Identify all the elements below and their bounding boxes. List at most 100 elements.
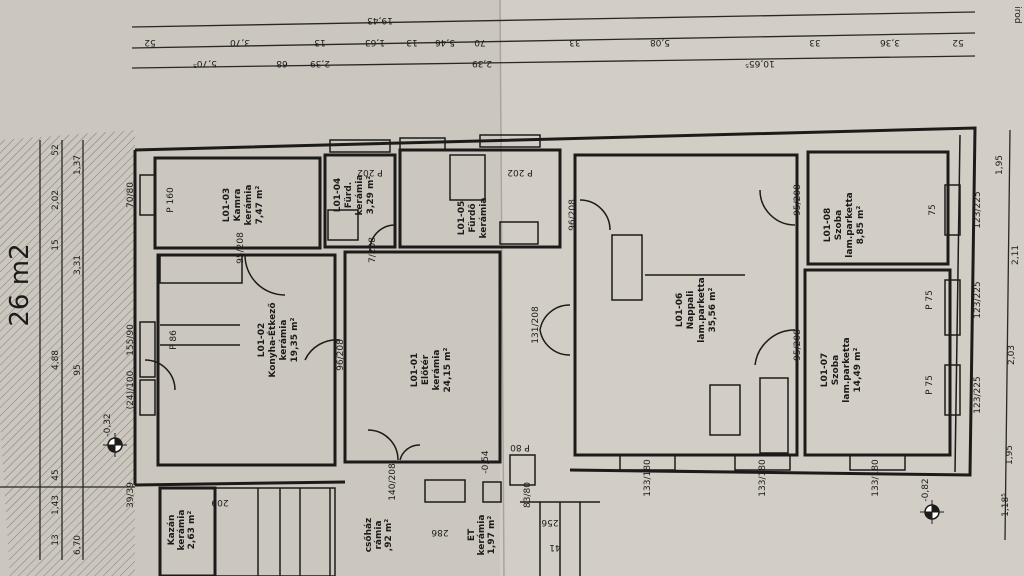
plan-text: Fürd. — [344, 182, 354, 208]
windows — [139, 134, 961, 486]
level-marker-icon — [103, 433, 127, 457]
plan-text: 45 — [51, 469, 61, 480]
plan-text: L01-01 — [410, 353, 420, 388]
plan-text: kerámia — [479, 198, 489, 239]
plan-text: 33 — [809, 37, 820, 47]
plan-text: -0,32 — [103, 413, 113, 436]
plan-text: 2,11 — [1011, 245, 1021, 265]
plan-text: 2,39 — [472, 58, 492, 68]
plan-text: rámia — [374, 520, 384, 549]
plan-text: L01-07 — [820, 353, 830, 388]
plan-text: 10,65⁵ — [745, 58, 775, 68]
plan-text: 1,43 — [51, 495, 61, 515]
plan-text: 41 — [549, 542, 560, 552]
plan-text: kerámia — [432, 350, 442, 391]
plan-text: 70 — [474, 37, 486, 47]
plan-text: 1,63 — [365, 37, 385, 47]
plan-text: L01-03 — [222, 188, 232, 223]
plan-text: 95/208 — [793, 184, 803, 216]
plan-text: L01-02 — [257, 323, 267, 358]
plan-text: 96/208 — [568, 199, 578, 231]
plan-text: ET — [467, 528, 477, 541]
plan-text: 5,46 — [435, 37, 455, 47]
plan-text: 123/225 — [973, 281, 983, 318]
plan-text: Fürdő — [468, 203, 478, 232]
paper-fold — [499, 0, 505, 576]
plan-text: 131/208 — [531, 306, 541, 344]
plan-text: 1,95 — [1005, 445, 1015, 465]
plan-text: 52 — [51, 144, 61, 155]
plan-text: -0,82 — [921, 478, 931, 501]
plan-text: lam.parketta — [697, 277, 707, 342]
plan-text: 35,56 m² — [708, 287, 718, 332]
plan-text: 68 — [276, 58, 288, 68]
plan-text: kerámia — [279, 320, 289, 361]
plan-text: ,92 m² — [384, 519, 394, 551]
plan-text: kerámia — [355, 175, 365, 216]
plan-text: L01-05 — [457, 201, 467, 236]
plan-text: 39/39 — [126, 482, 136, 508]
doors — [144, 189, 796, 461]
plan-text: 14,49 m² — [853, 347, 863, 392]
plan-text: 75 — [928, 204, 938, 215]
plan-text: P 80 — [510, 442, 530, 452]
hatched-plot-area — [0, 130, 135, 576]
plan-text: -0,54 — [481, 450, 491, 474]
plan-text: 95 — [73, 364, 83, 375]
plan-text: 256 — [541, 517, 558, 527]
plan-text: 15 — [51, 239, 61, 250]
plan-text: 4,88 — [51, 350, 61, 370]
plan-text: 13 — [406, 37, 417, 47]
plan-text: Kazán — [167, 515, 177, 546]
plan-text: 155/90 — [126, 324, 136, 356]
paper-right-half — [500, 0, 1024, 576]
plan-text: 83/80 — [523, 482, 533, 508]
plan-text: 3,29 m² — [366, 176, 376, 215]
right-dimension-line: 1,95 2,11 2,03 1,95 1,18⁵ — [995, 129, 1021, 541]
left-dimension-lines: 52 1,37 2,02 15 3,31 4,88 95 45 1,43 13 … — [0, 140, 135, 560]
plan-text: L01-04 — [333, 178, 343, 213]
plan-text: 1,95 — [995, 155, 1005, 175]
edge-text: irod — [1012, 6, 1022, 23]
plan-text: lam.parketta — [842, 337, 852, 402]
plan-text: 24,15 m² — [443, 347, 453, 392]
plan-text: 1,18⁵ — [1001, 493, 1011, 517]
plan-text: P 86 — [169, 330, 179, 350]
plan-text: L01-06 — [675, 293, 685, 328]
plan-text: 95/208 — [236, 232, 246, 264]
plan-text: Konyha-Étkező — [266, 302, 278, 377]
plan-text: kerámia — [477, 515, 487, 556]
plan-text: P 160 — [166, 187, 176, 213]
plan-text: 286 — [431, 527, 448, 537]
plan-text: Szoba — [831, 355, 841, 385]
plan-text: 13 — [314, 37, 325, 47]
outer-walls — [133, 126, 977, 487]
plan-text: 2,03 — [1007, 345, 1017, 365]
plan-text: 19,43 — [367, 15, 393, 25]
plan-text: lam.parketta — [845, 192, 855, 257]
plan-text: 209 — [211, 497, 228, 507]
plan-text: Nappali — [686, 291, 696, 330]
plan-text: 133/180 — [643, 459, 653, 497]
plan-text: Előtér — [420, 354, 431, 385]
plan-text: 3,70 — [230, 37, 250, 47]
plan-text: P 75 — [925, 375, 935, 395]
plan-text: 96/208 — [336, 339, 346, 371]
plan-text: 7/208 — [368, 237, 378, 263]
plan-text: 2,63 m² — [187, 511, 197, 550]
plan-text: P 202 — [357, 167, 382, 177]
plan-text: 3,36 — [880, 37, 900, 47]
plan-text: 6,70 — [73, 535, 83, 555]
plan-text: Szoba — [834, 210, 844, 240]
plan-text: kerámia — [177, 510, 187, 551]
